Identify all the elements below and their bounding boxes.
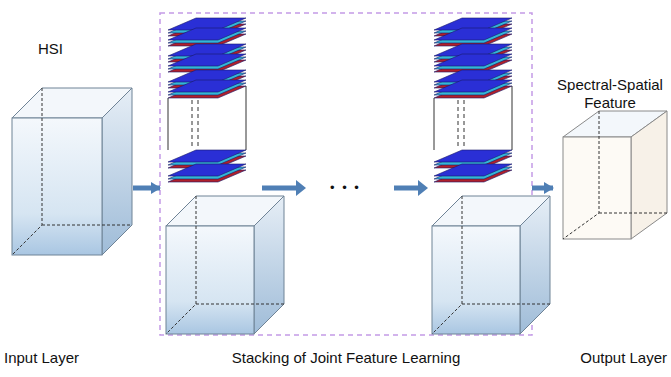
feature-map-slab: [434, 80, 512, 98]
feature-map-slab: [434, 28, 512, 46]
cube-heading: HSI: [8, 40, 133, 58]
data-cube: [166, 196, 284, 334]
feature-map-slab: [434, 164, 512, 182]
stack-lines: [434, 86, 512, 150]
stacking-region: Stacking of Joint Feature Learning: [160, 13, 532, 335]
feature-map-slab: [434, 54, 512, 72]
layer-label: Output Layer: [580, 349, 667, 367]
data-cube-node: HSI: [8, 40, 133, 258]
feature-map-slab: [168, 28, 246, 46]
ellipsis-dots: • • •: [330, 179, 361, 197]
data-cube-node: Spectral-Spatial Feature: [553, 76, 667, 242]
feature-map-slab: [168, 54, 246, 72]
group-caption: Stacking of Joint Feature Learning: [160, 349, 532, 367]
data-cube: [563, 111, 667, 239]
feature-map-slab: [168, 80, 246, 98]
data-cube: [12, 88, 132, 255]
feature-map-slab: [168, 164, 246, 182]
stack-lines: [168, 86, 246, 150]
flow-arrow: [133, 186, 160, 191]
cube-heading: Spectral-Spatial Feature: [553, 76, 667, 112]
data-cube: [432, 196, 550, 334]
flow-arrow: [532, 186, 553, 191]
layer-label: Input Layer: [4, 349, 79, 367]
